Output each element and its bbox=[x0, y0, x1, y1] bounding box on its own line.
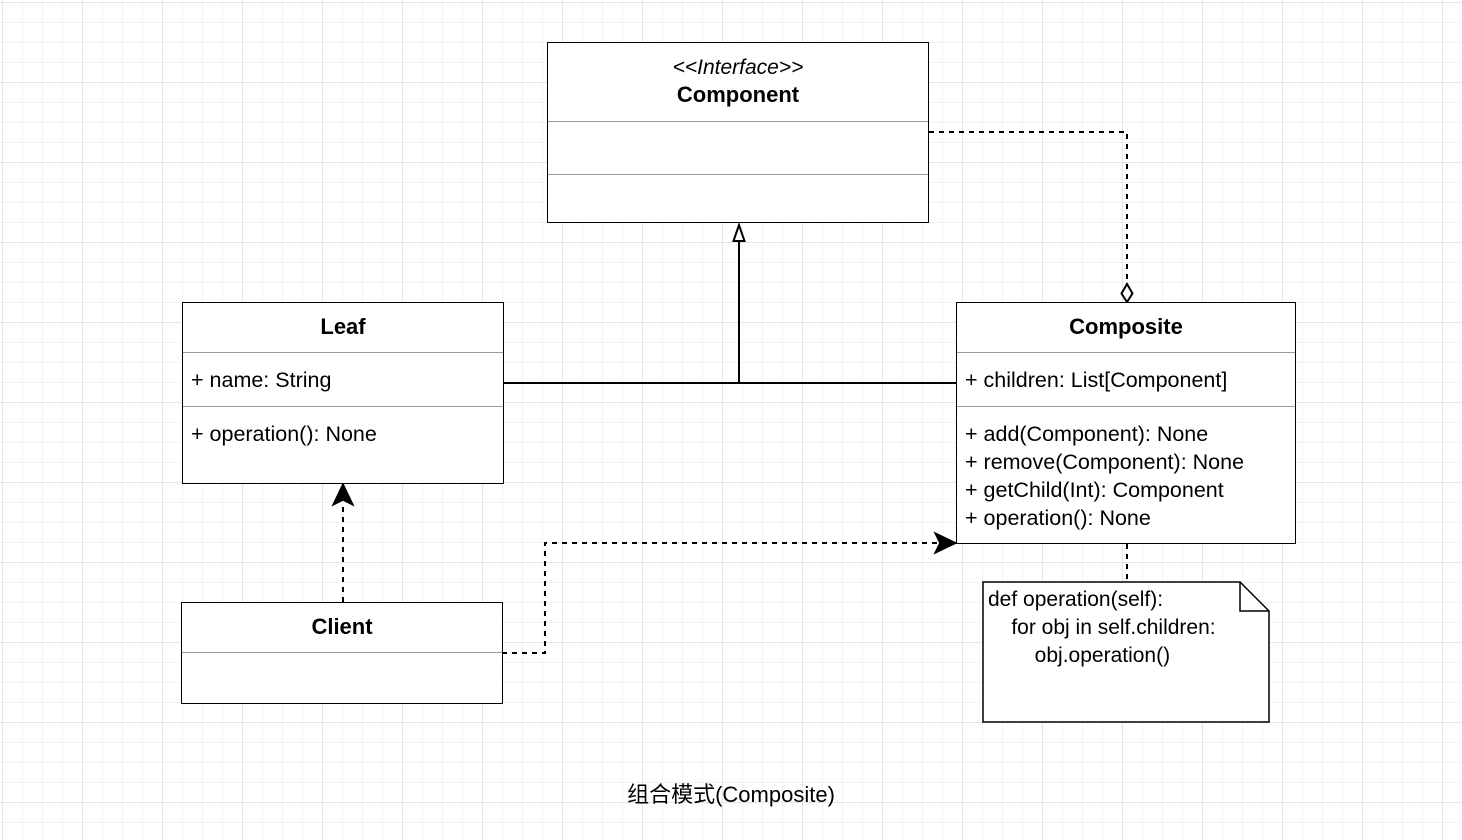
client-composite-dependency bbox=[502, 542, 937, 654]
composite-operation-remove: + remove(Component): None bbox=[965, 450, 1245, 474]
component-title: Component bbox=[676, 82, 800, 107]
note-fold-corner bbox=[1239, 582, 1269, 612]
component-operations-separator bbox=[548, 174, 928, 175]
note-shape[interactable] bbox=[982, 581, 1270, 723]
leaf-attribute: + name: String bbox=[191, 368, 332, 392]
composite-attribute: + children: List[Component] bbox=[965, 368, 1228, 392]
composite-operation-getchild: + getChild(Int): Component bbox=[965, 478, 1224, 502]
composite-class-box[interactable]: Composite + children: List[Component] + … bbox=[956, 302, 1296, 544]
client-leaf-arrowhead bbox=[331, 482, 355, 507]
client-class-box[interactable]: Client bbox=[181, 602, 503, 704]
inheritance-arrowhead bbox=[732, 221, 746, 242]
diagram-caption: 组合模式(Composite) bbox=[627, 782, 835, 807]
leaf-operation: + operation(): None bbox=[191, 422, 377, 446]
component-attributes-separator bbox=[548, 121, 928, 122]
composite-operations-list: + add(Component): None + remove(Componen… bbox=[957, 420, 1244, 532]
composite-operation-operation: + operation(): None bbox=[965, 506, 1151, 530]
leaf-class-box[interactable]: Leaf + name: String + operation(): None bbox=[182, 302, 504, 484]
note-line-2: for obj in self.children: bbox=[988, 616, 1216, 639]
leaf-title: Leaf bbox=[320, 314, 366, 339]
composite-title: Composite bbox=[1069, 314, 1183, 339]
leaf-attributes-separator bbox=[183, 352, 503, 353]
client-title: Client bbox=[311, 614, 373, 639]
note-line-1: def operation(self): bbox=[988, 588, 1164, 611]
composite-operation-add: + add(Component): None bbox=[965, 422, 1209, 446]
composite-operations-separator bbox=[957, 406, 1295, 407]
component-interface-box[interactable]: <<Interface>> Component bbox=[547, 42, 929, 223]
client-composite-arrowhead bbox=[933, 531, 958, 555]
aggregation-diamond bbox=[1120, 282, 1134, 304]
aggregation-line bbox=[929, 131, 1128, 285]
client-attributes-separator bbox=[182, 652, 502, 653]
leaf-operations-separator bbox=[183, 406, 503, 407]
note-text: def operation(self): for obj in self.chi… bbox=[988, 586, 1216, 670]
component-stereotype: <<Interface>> bbox=[672, 56, 804, 79]
note-line-3: obj.operation() bbox=[988, 644, 1171, 667]
composite-attributes-separator bbox=[957, 352, 1295, 353]
